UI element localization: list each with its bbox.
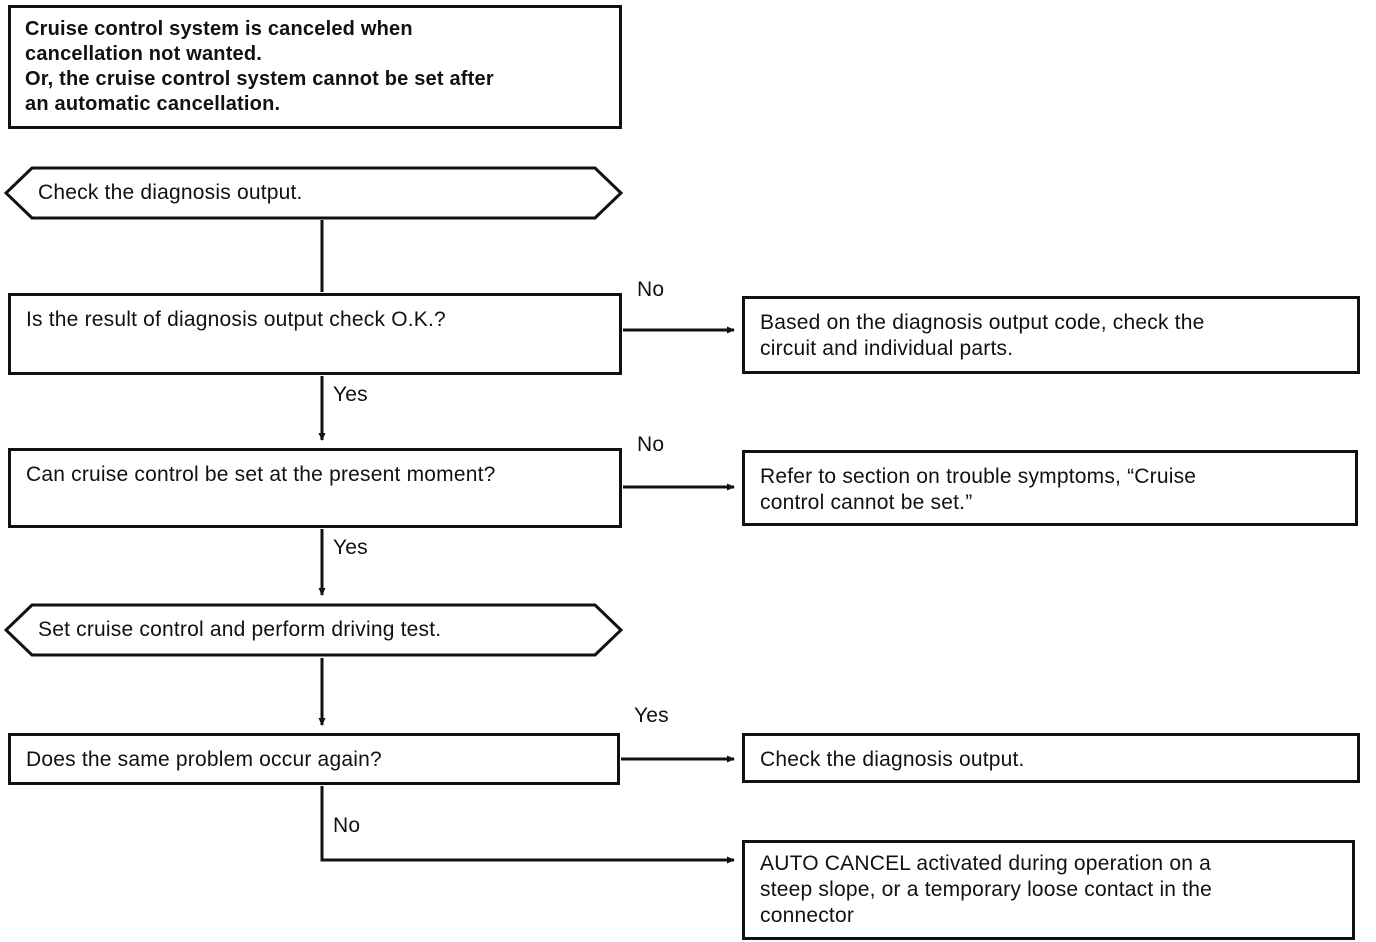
terminal-check-diagnosis: Check the diagnosis output. — [4, 166, 624, 220]
action-auto-cancel-box: AUTO CANCEL activated during operation o… — [742, 840, 1355, 940]
terminal-driving-test: Set cruise control and perform driving t… — [4, 603, 624, 657]
edge-label-no-3: No — [333, 814, 361, 837]
hexagon-shape — [4, 603, 624, 657]
terminal-driving-test-label: Set cruise control and perform driving t… — [38, 618, 442, 641]
terminal-check-diagnosis-label: Check the diagnosis output. — [38, 181, 303, 204]
edge-label-no-1: No — [637, 278, 665, 301]
problem-statement-box: Cruise control system is canceled when c… — [8, 5, 622, 129]
question-diagnosis-ok-box: Is the result of diagnosis output check … — [8, 293, 622, 375]
hexagon-shape — [4, 166, 624, 220]
action-check-circuit-box: Based on the diagnosis output code, chec… — [742, 296, 1360, 374]
edge-label-yes-3: Yes — [634, 704, 669, 727]
action-refer-trouble-box: Refer to section on trouble symptoms, “C… — [742, 450, 1358, 526]
question-cruise-set-box: Can cruise control be set at the present… — [8, 448, 622, 528]
question-problem-again-box: Does the same problem occur again? — [8, 733, 620, 785]
edge-label-no-2: No — [637, 433, 665, 456]
edge-label-yes-1: Yes — [333, 383, 368, 406]
action-check-diagnosis-box: Check the diagnosis output. — [742, 733, 1360, 783]
edge-label-yes-2: Yes — [333, 536, 368, 559]
